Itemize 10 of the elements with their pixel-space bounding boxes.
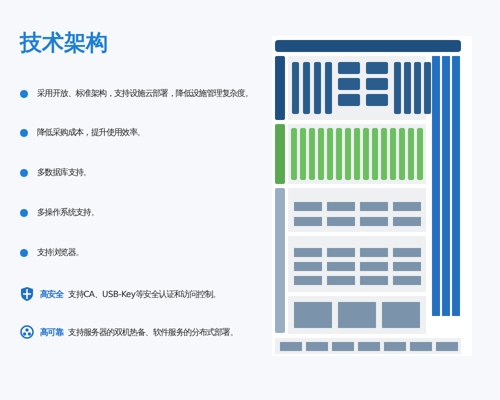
bullet-text: 采用开放、标准架构，支持设施云部署，降低设施管理复杂度。 [37, 88, 253, 99]
bullet-text: 多数据库支持。 [37, 167, 91, 178]
highlight-heading: 高安全 [40, 288, 64, 300]
bullet-text: 降低采购成本，提升使用效率。 [37, 127, 145, 138]
bullet-text: 支持服务器的双机热备、软件服务的分布式部署。 [68, 326, 238, 338]
bullet-text: 支持浏览器。 [37, 247, 84, 258]
slide-title: 技术架构 [20, 30, 108, 58]
bullet-text: 多操作系统支持。 [37, 207, 99, 218]
bullet-text: 支持CA、USB-Key等安全认证和访问控制。 [68, 288, 220, 300]
highlight-heading: 高可靠 [40, 326, 64, 338]
